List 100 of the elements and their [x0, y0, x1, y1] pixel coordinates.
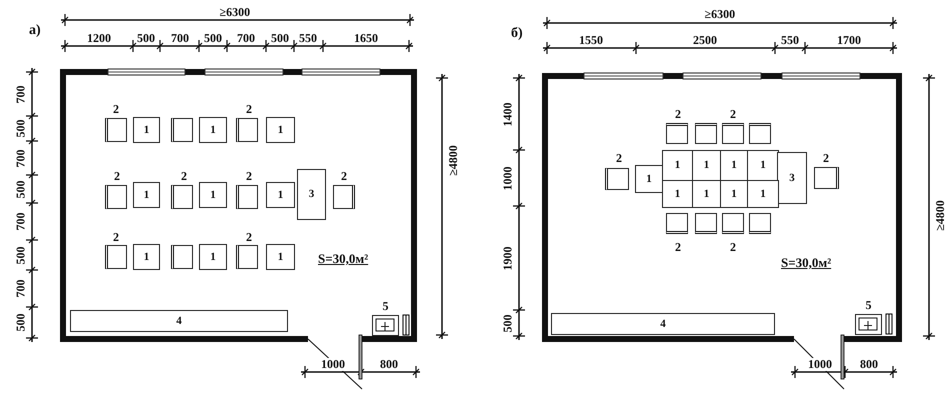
- table: [297, 169, 326, 220]
- callout-number: 2: [246, 230, 252, 244]
- chair: [666, 213, 688, 234]
- chair: [105, 118, 127, 142]
- dimension-label: 1550: [579, 34, 603, 46]
- dimension-label: 800: [380, 358, 398, 370]
- dimension-label: ≥4800: [933, 200, 946, 230]
- chair: [171, 245, 193, 269]
- table: [635, 165, 663, 193]
- table: [199, 117, 227, 143]
- table: [133, 182, 160, 208]
- dimension-label: 1900: [502, 246, 514, 270]
- dimension-label: 550: [299, 32, 317, 44]
- dimension-label: ≥4800: [446, 144, 460, 176]
- chair: [171, 185, 193, 209]
- dimension-label: 700: [14, 212, 28, 230]
- callout-number: 5: [382, 300, 388, 313]
- dimension-label: ≥6300: [704, 8, 736, 20]
- callout-number: 1: [760, 188, 766, 200]
- callout-number: 1: [210, 124, 216, 136]
- dimension-label: 500: [271, 32, 289, 44]
- callout-number: 2: [616, 152, 622, 164]
- table: [199, 244, 227, 270]
- table: [133, 244, 160, 270]
- chair: [171, 118, 193, 142]
- callout-number: 1: [760, 159, 766, 172]
- dimension-label: 700: [14, 149, 28, 167]
- callout-number: 2: [114, 170, 120, 182]
- chair: [236, 245, 258, 269]
- chair: [333, 185, 355, 209]
- dimension-label: 1000: [321, 358, 345, 370]
- callout-number: 2: [823, 152, 829, 164]
- callout-number: 2: [341, 170, 347, 182]
- dimension-label: ≥6300: [220, 6, 250, 18]
- chair: [814, 167, 839, 189]
- chair: [236, 118, 258, 142]
- callout-number: 1: [674, 188, 680, 200]
- bench: [70, 310, 288, 332]
- bench: [551, 313, 775, 335]
- table: [133, 117, 160, 143]
- dimension-label: 500: [137, 32, 155, 44]
- callout-number: 5: [866, 299, 872, 312]
- table: [747, 180, 779, 208]
- callout-number: 1: [674, 159, 680, 172]
- callout-number: 1: [731, 159, 737, 172]
- dimension-label: 1400: [502, 102, 514, 126]
- callout-number: 1: [144, 124, 150, 136]
- callout-number: 4: [176, 314, 182, 328]
- chair: [105, 245, 127, 269]
- callout-number: 1: [704, 188, 710, 200]
- callout-number: 2: [246, 102, 252, 116]
- area-label: S=30,0м²: [781, 256, 832, 269]
- callout-number: 4: [660, 318, 666, 330]
- panel-label: б): [511, 26, 523, 40]
- chair: [722, 123, 744, 144]
- panel-label: а): [29, 24, 41, 36]
- table: [266, 182, 295, 208]
- dimension-label: 1000: [808, 358, 832, 370]
- callout-number: 2: [181, 170, 187, 182]
- callout-number: 3: [789, 172, 795, 184]
- dimension-label: 500: [14, 246, 28, 264]
- dimension-label: 1650: [354, 32, 378, 44]
- dimension-label: 550: [781, 34, 799, 46]
- callout-number: 1: [210, 188, 216, 202]
- chair: [695, 213, 717, 234]
- callout-number: 2: [675, 108, 681, 120]
- callout-number: 2: [675, 240, 681, 254]
- dimension-label: 1700: [837, 34, 861, 46]
- dimension-label: 700: [14, 85, 28, 103]
- dimension-label: 500: [502, 314, 514, 332]
- chair: [605, 168, 629, 190]
- callout-number: 1: [210, 250, 216, 264]
- callout-number: 1: [704, 159, 710, 172]
- chair: [695, 123, 717, 144]
- dimension-label: 500: [14, 119, 28, 137]
- callout-number: 3: [308, 188, 314, 201]
- dimension-label: 700: [237, 32, 255, 44]
- dimension-label: 500: [204, 32, 222, 44]
- callout-number: 1: [278, 188, 284, 202]
- dimension-label: 800: [860, 358, 878, 370]
- callout-number: 1: [278, 124, 284, 136]
- dimension-label: 500: [14, 180, 28, 198]
- area-label: S=30,0м²: [318, 252, 368, 265]
- callout-number: 1: [731, 188, 737, 200]
- chair: [236, 185, 258, 209]
- dimension-label: 700: [14, 279, 28, 297]
- table: [777, 152, 807, 204]
- callout-number: 2: [113, 230, 119, 244]
- dimension-label: 2500: [693, 34, 717, 46]
- callout-number: 1: [144, 250, 150, 264]
- chair: [666, 123, 688, 144]
- callout-number: 1: [646, 172, 652, 186]
- table: [199, 182, 227, 208]
- chair: [722, 213, 744, 234]
- room-plan: [60, 69, 417, 342]
- table: [266, 244, 295, 270]
- callout-number: 1: [144, 188, 150, 202]
- chair: [749, 123, 771, 144]
- dimension-label: 500: [14, 313, 28, 331]
- callout-number: 2: [113, 102, 119, 116]
